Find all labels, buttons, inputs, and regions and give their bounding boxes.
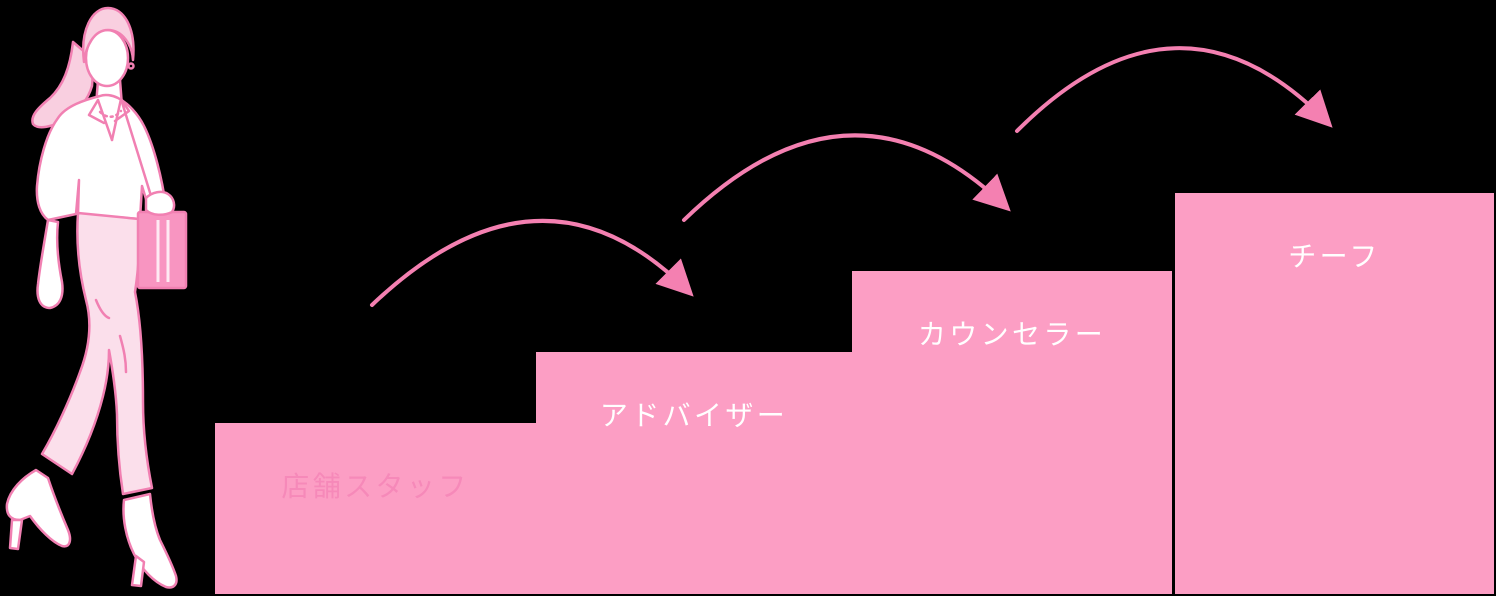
handbag bbox=[136, 210, 188, 290]
pants bbox=[40, 211, 154, 496]
step-label-counselor: カウンセラー bbox=[917, 319, 1107, 350]
walking-woman-illustration bbox=[5, 6, 188, 589]
step-label-store-staff: 店舗スタッフ bbox=[281, 471, 470, 502]
promotion-arrow-3-icon bbox=[1015, 46, 1333, 133]
collar-right bbox=[110, 97, 131, 142]
front-heel-shoe bbox=[122, 492, 178, 589]
step-label-chief: チーフ bbox=[1288, 241, 1381, 272]
step-counselor: カウンセラー bbox=[852, 271, 1172, 594]
step-label-advisor: アドバイザー bbox=[599, 400, 789, 431]
pants-crease bbox=[94, 298, 128, 374]
step-chief: チーフ bbox=[1175, 193, 1494, 594]
handbag-detail-lines bbox=[156, 220, 170, 282]
necklace bbox=[98, 109, 123, 118]
hand-on-bag bbox=[144, 190, 176, 216]
back-heel-shoe bbox=[5, 468, 72, 548]
front-heel-spike bbox=[130, 554, 146, 588]
step-store-staff: 店舗スタッフ bbox=[215, 423, 536, 594]
hair-top bbox=[81, 6, 135, 64]
collar-left bbox=[87, 98, 114, 142]
back-heel-spike bbox=[8, 518, 24, 551]
earring-icon bbox=[127, 62, 135, 70]
bag-strap bbox=[119, 97, 158, 214]
left-arm bbox=[36, 218, 64, 310]
promotion-arrow-1-icon bbox=[370, 219, 694, 307]
step-advisor: アドバイザー bbox=[536, 352, 852, 594]
promotion-arrow-2-icon bbox=[682, 133, 1011, 222]
